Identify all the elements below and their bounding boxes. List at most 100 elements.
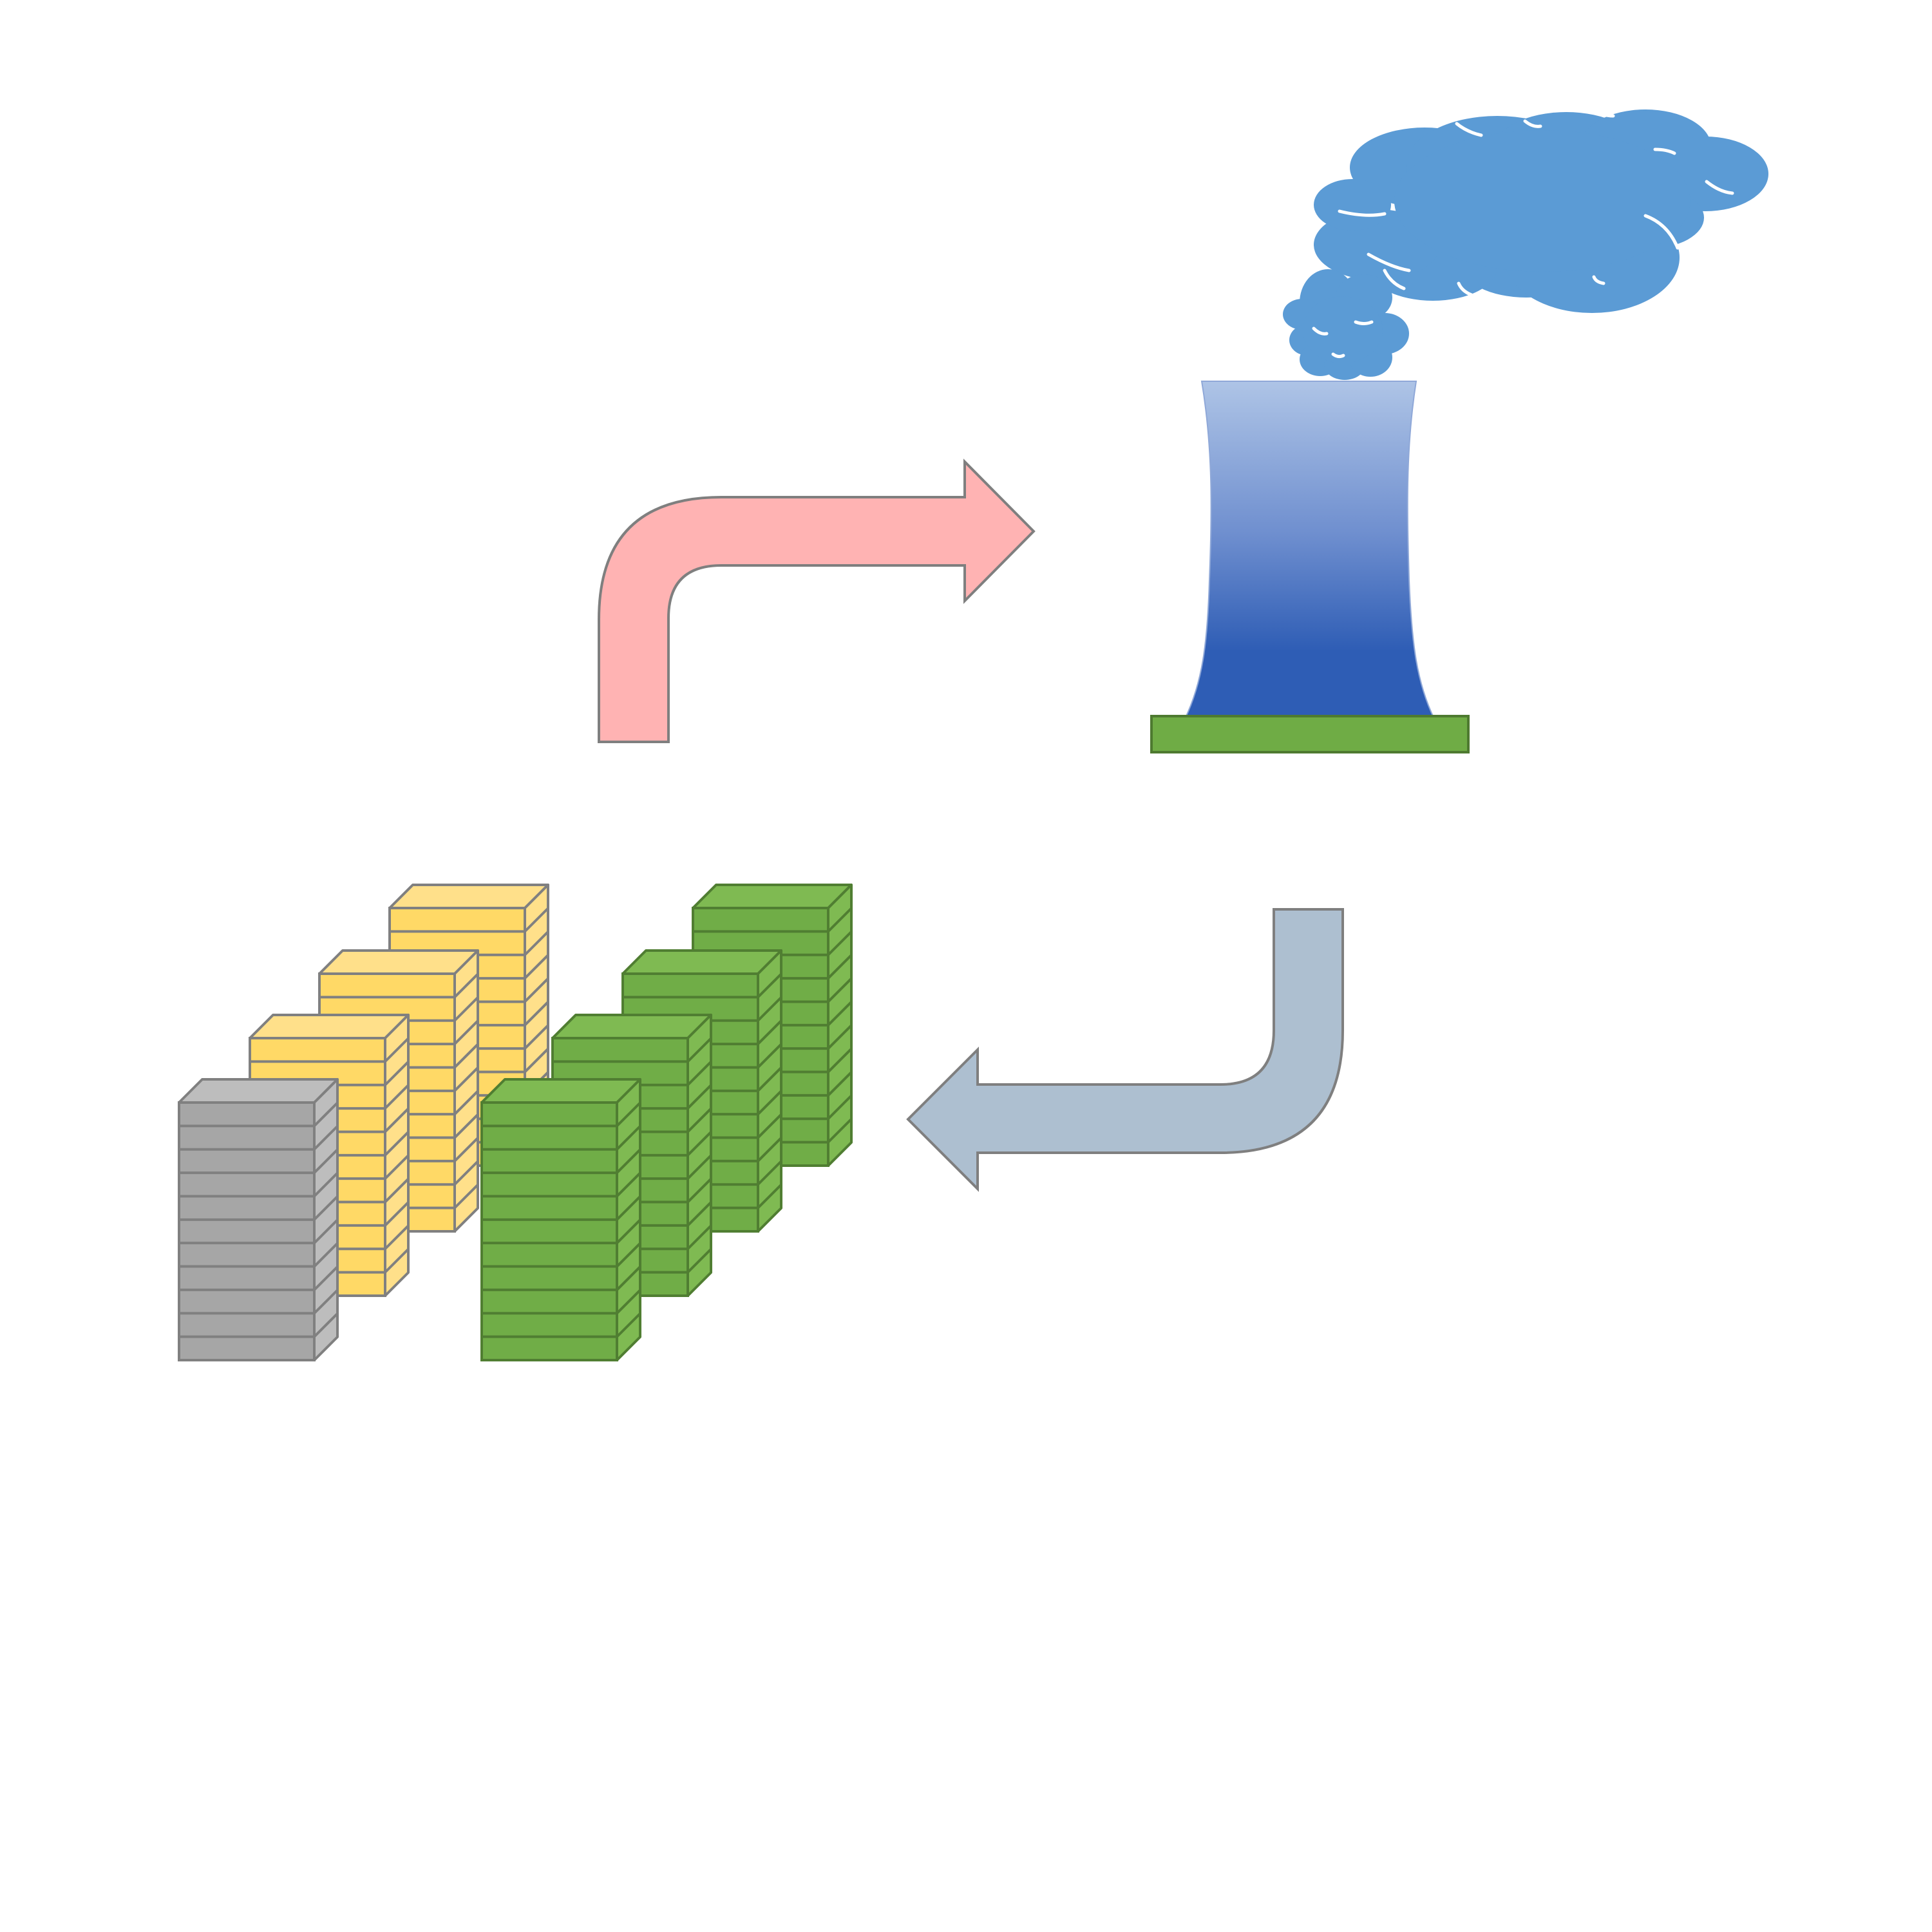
stack-level-line xyxy=(827,954,853,980)
stack-level-line xyxy=(616,1312,641,1338)
stack-top-face xyxy=(249,1014,410,1039)
stack-level-line xyxy=(757,1184,782,1209)
stack-level-line xyxy=(313,1289,339,1314)
stack-level-line xyxy=(616,1125,641,1151)
cloud-seam xyxy=(1312,327,1329,336)
stack-level-line xyxy=(384,1178,410,1203)
stack-top-face xyxy=(621,949,782,975)
cloud-seam xyxy=(1331,352,1345,359)
stack-level-line xyxy=(757,1090,782,1115)
stack-top-face xyxy=(692,884,853,909)
stack-level-line xyxy=(313,1101,339,1127)
cooling-tower-icon xyxy=(1150,381,1470,753)
stack-level-line xyxy=(384,1201,410,1227)
stack-front-face xyxy=(178,1101,316,1361)
stack-level-line xyxy=(687,1061,712,1086)
stack-level-line xyxy=(524,954,549,980)
stack-level-line xyxy=(616,1172,641,1197)
stack-level-line xyxy=(616,1265,641,1291)
stack-level-line xyxy=(616,1242,641,1267)
stack-level-line xyxy=(524,907,549,933)
stack-level-line xyxy=(453,1043,479,1068)
stack-level-line xyxy=(453,1019,479,1045)
stack-top-face xyxy=(318,949,479,975)
cloud-seam xyxy=(1523,119,1542,128)
stack-level-line xyxy=(827,1001,853,1027)
stack-level-line xyxy=(757,1066,782,1092)
stack-level-line xyxy=(687,1248,712,1274)
stack-level-line xyxy=(313,1172,339,1197)
stack-top-face xyxy=(551,1014,712,1039)
stack-level-line xyxy=(384,1061,410,1086)
stack-level-line xyxy=(687,1037,712,1063)
stack-level-line xyxy=(827,1071,853,1097)
block-stack-green xyxy=(480,1078,641,1361)
stack-level-line xyxy=(757,1137,782,1162)
stack-level-line xyxy=(687,1224,712,1250)
stack-level-line xyxy=(687,1178,712,1203)
stack-level-line xyxy=(313,1312,339,1338)
stack-level-line xyxy=(384,1037,410,1063)
stack-top-face xyxy=(388,884,549,909)
stack-level-line xyxy=(313,1195,339,1221)
stack-level-line xyxy=(616,1289,641,1314)
cloud-seam xyxy=(1705,180,1734,195)
bent-arrow-right-icon xyxy=(598,459,1036,743)
stack-level-line xyxy=(616,1195,641,1221)
stack-level-line xyxy=(827,1118,853,1144)
stack-level-line xyxy=(757,1160,782,1186)
stack-level-line xyxy=(384,1108,410,1133)
stack-level-line xyxy=(524,931,549,956)
stack-level-line xyxy=(313,1265,339,1291)
stack-level-line xyxy=(616,1101,641,1127)
smoke-cloud-icon xyxy=(1283,106,1768,380)
ground-base xyxy=(1150,715,1470,753)
stack-level-line xyxy=(687,1131,712,1157)
stack-level-line xyxy=(827,1024,853,1050)
stack-level-line xyxy=(827,931,853,956)
stack-level-line xyxy=(687,1084,712,1110)
stack-level-line xyxy=(827,1048,853,1073)
stack-level-line xyxy=(453,1090,479,1115)
bent-arrow-left-icon xyxy=(906,908,1344,1192)
stack-level-line xyxy=(384,1084,410,1110)
stack-level-line xyxy=(757,972,782,998)
cloud-seam xyxy=(1367,252,1411,272)
stack-level-line xyxy=(313,1125,339,1151)
cloud-seam xyxy=(1354,320,1374,325)
stack-level-line xyxy=(384,1224,410,1250)
stack-level-line xyxy=(616,1148,641,1174)
stack-level-line xyxy=(616,1218,641,1244)
stack-level-line xyxy=(453,1184,479,1209)
cloud-seam xyxy=(1592,275,1605,285)
cloud-seam xyxy=(1455,122,1483,137)
stack-front-face xyxy=(480,1101,618,1361)
stack-level-line xyxy=(687,1201,712,1227)
stack-level-line xyxy=(687,1108,712,1133)
stack-level-line xyxy=(453,996,479,1022)
cloud-seam xyxy=(1643,214,1680,250)
cloud-seam xyxy=(1338,209,1387,217)
stack-level-line xyxy=(524,1048,549,1073)
stack-level-line xyxy=(757,1113,782,1139)
stack-level-line xyxy=(757,996,782,1022)
stack-level-line xyxy=(453,1137,479,1162)
cloud-seam xyxy=(1589,106,1615,118)
stack-top-face xyxy=(480,1078,641,1104)
stack-level-line xyxy=(384,1154,410,1180)
stack-level-line xyxy=(827,1094,853,1120)
stack-level-line xyxy=(384,1248,410,1274)
stack-level-line xyxy=(384,1131,410,1157)
stack-level-line xyxy=(524,978,549,1003)
stack-level-line xyxy=(453,1066,479,1092)
stack-level-line xyxy=(313,1242,339,1267)
stack-level-line xyxy=(453,1160,479,1186)
cloud-puff xyxy=(1394,130,1690,272)
cooling-tower-body xyxy=(1184,381,1435,719)
stack-level-line xyxy=(757,1019,782,1045)
stack-level-line xyxy=(524,1001,549,1027)
cloud-seam xyxy=(1457,281,1473,297)
stack-level-line xyxy=(453,1113,479,1139)
stack-level-line xyxy=(524,1024,549,1050)
